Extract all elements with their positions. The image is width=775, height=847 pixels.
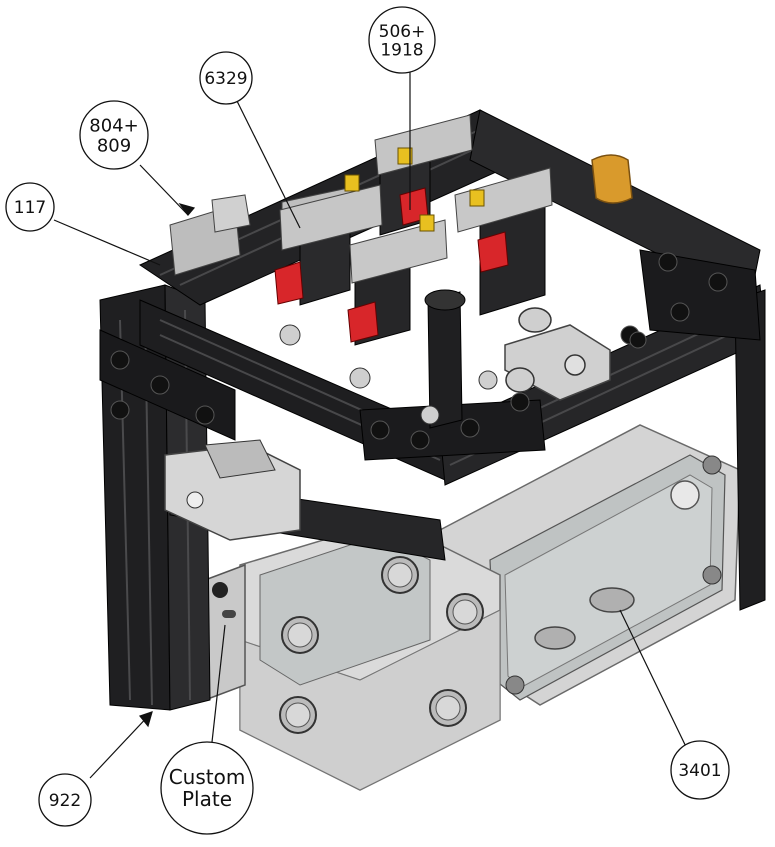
aluminum-frame: [99, 109, 766, 711]
callout-circle: [670, 740, 730, 800]
frame-bolts: [110, 252, 728, 450]
callout-506: 506+1918: [368, 6, 436, 74]
callout-label: 804+: [89, 116, 138, 137]
callout-circle: [199, 51, 253, 105]
top-left-bracket: [169, 194, 251, 276]
callout-label: 3401: [678, 761, 721, 781]
custom-plate-part: [204, 563, 246, 702]
leader-lines: [53, 66, 691, 779]
electrical-enclosure-left: [239, 519, 501, 791]
pneumatic-manifold: [164, 307, 611, 541]
callout-804: 804+809: [79, 100, 149, 170]
electrical-enclosure-right: [439, 424, 741, 706]
callout-label: 922: [49, 791, 81, 811]
callout-label: 117: [14, 198, 46, 218]
callout-117: 117: [5, 182, 55, 232]
orange-knob-part: [591, 154, 633, 204]
knurled-knobs: [279, 556, 484, 734]
gripper-units: [274, 114, 553, 429]
callout-circle: [368, 6, 436, 74]
callout-label: Custom: [169, 765, 246, 789]
callout-circle: [38, 773, 92, 827]
callout-label: 1918: [380, 40, 423, 60]
callout-label: 809: [97, 135, 131, 156]
callout-label: Plate: [182, 787, 232, 811]
callout-circle: [160, 741, 254, 835]
callout-circle: [5, 182, 55, 232]
callout-6329: 6329: [199, 51, 253, 105]
callout-label: 6329: [204, 69, 247, 89]
callout-922: 922: [38, 773, 92, 827]
callout-circle: [79, 100, 149, 170]
callout-label: 506+: [379, 22, 426, 42]
callout-3401: 3401: [670, 740, 730, 800]
